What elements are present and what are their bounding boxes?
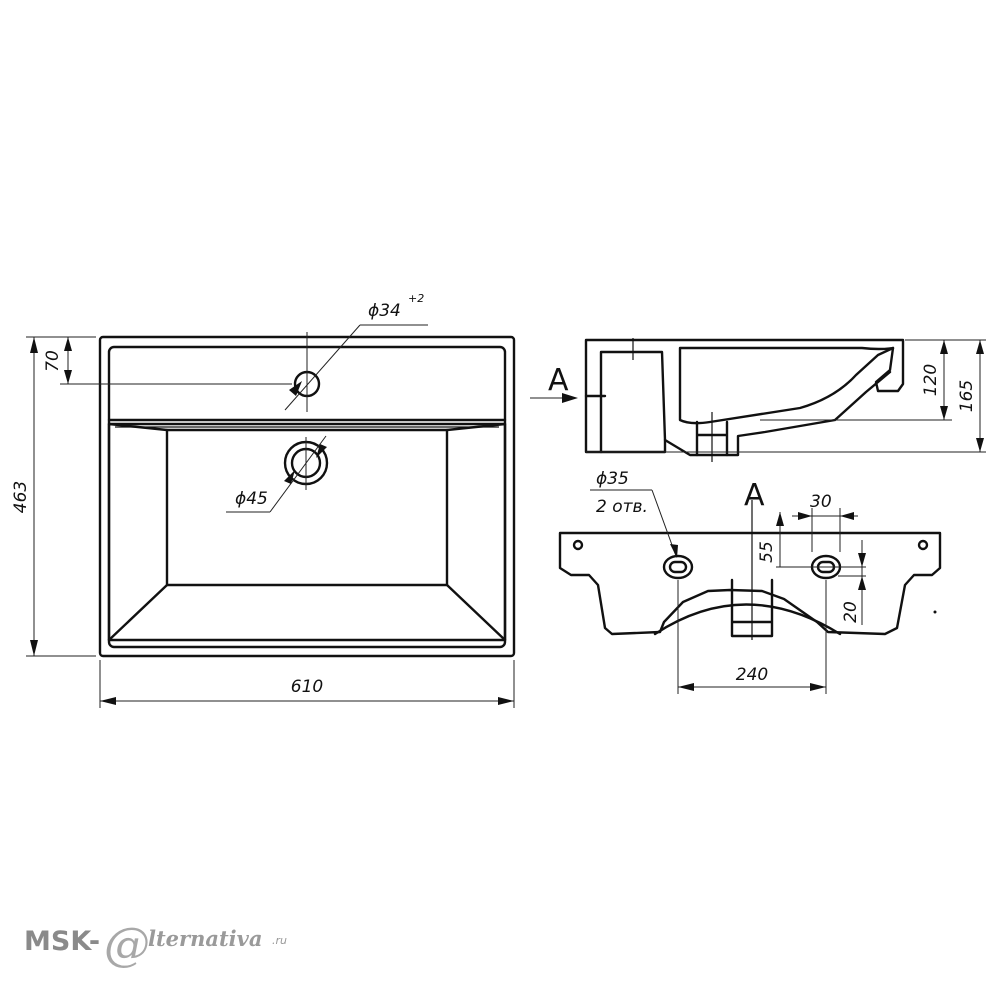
front-hole-label: ϕ35 — [596, 469, 629, 489]
front-profile — [558, 531, 942, 636]
tap-hole-label: ϕ34 — [368, 301, 401, 321]
hole-width-arrow-left — [798, 512, 812, 520]
hole-height-label: 55 — [757, 541, 777, 563]
front-hole-left-inner — [668, 560, 688, 574]
drain-arrow-lower — [284, 470, 295, 484]
hole-height-arrow — [776, 512, 784, 526]
bowl-outline — [107, 422, 507, 642]
bottom-offset-arrow-top — [858, 553, 866, 567]
side-pedestal — [584, 350, 667, 454]
bowl-height-arrow-bottom — [940, 406, 948, 420]
front-hole-count-label: 2 отв. — [596, 497, 648, 517]
spacing-label: 240 — [736, 665, 768, 685]
bowl-height-arrow-top — [940, 340, 948, 354]
front-view-marker: A — [744, 478, 765, 513]
bowl-slope-br — [445, 583, 507, 642]
side-inner-bowl — [678, 346, 895, 425]
front-mount-hole-right — [917, 539, 929, 551]
tap-hole-tolerance: +2 — [408, 292, 424, 305]
width-arrow-right — [498, 697, 514, 705]
bowl-slope-bl — [107, 583, 169, 642]
total-height-arrow-top — [976, 340, 984, 354]
front-mount-hole-left — [572, 539, 584, 551]
bowl-floor — [165, 428, 449, 587]
depth-arrow-top — [30, 337, 38, 353]
total-height-arrow-bottom — [976, 438, 984, 452]
front-hole-arrow — [670, 544, 678, 558]
front-bowl-arc — [653, 603, 842, 636]
front-view: A ϕ35 2 отв. 30 55 20 240 — [558, 469, 942, 694]
tap-hole-leader — [284, 324, 361, 411]
depth-arrow-bottom — [30, 640, 38, 656]
side-view: A 120 165 — [530, 338, 986, 462]
drain-leader — [269, 435, 327, 513]
side-view-marker: A — [548, 363, 569, 398]
front-hole-left-outer — [662, 554, 694, 580]
watermark-domain: .ru — [272, 934, 287, 947]
spacing-arrow-right — [810, 683, 826, 691]
bowl-height-label: 120 — [921, 364, 941, 396]
total-height-label: 165 — [957, 380, 977, 412]
tap-offset-label: 70 — [43, 350, 63, 372]
drain-arrow-upper — [316, 444, 327, 458]
stray-dot — [933, 610, 937, 614]
view-arrow-head — [562, 393, 578, 403]
watermark-at: @ — [104, 917, 150, 971]
width-arrow-left — [100, 697, 116, 705]
hole-width-label: 30 — [810, 492, 832, 512]
tap-hole-arrow — [289, 381, 302, 396]
top-view: 610 463 70 ϕ34 +2 ϕ45 — [11, 292, 516, 708]
bottom-offset-label: 20 — [841, 601, 861, 623]
watermark-logo: MSK- @ lternativa .ru — [24, 917, 287, 971]
drain-label: ϕ45 — [235, 489, 268, 509]
depth-label: 463 — [11, 481, 31, 513]
width-label: 610 — [291, 677, 323, 697]
watermark-prefix: MSK- — [24, 926, 100, 957]
bottom-offset-arrow-bottom — [858, 576, 866, 590]
watermark-suffix: lternativa — [148, 926, 262, 951]
tap-offset-arrow-bottom — [64, 370, 72, 384]
spacing-arrow-left — [678, 683, 694, 691]
tap-offset-arrow-top — [64, 337, 72, 351]
hole-width-arrow-right — [840, 512, 854, 520]
